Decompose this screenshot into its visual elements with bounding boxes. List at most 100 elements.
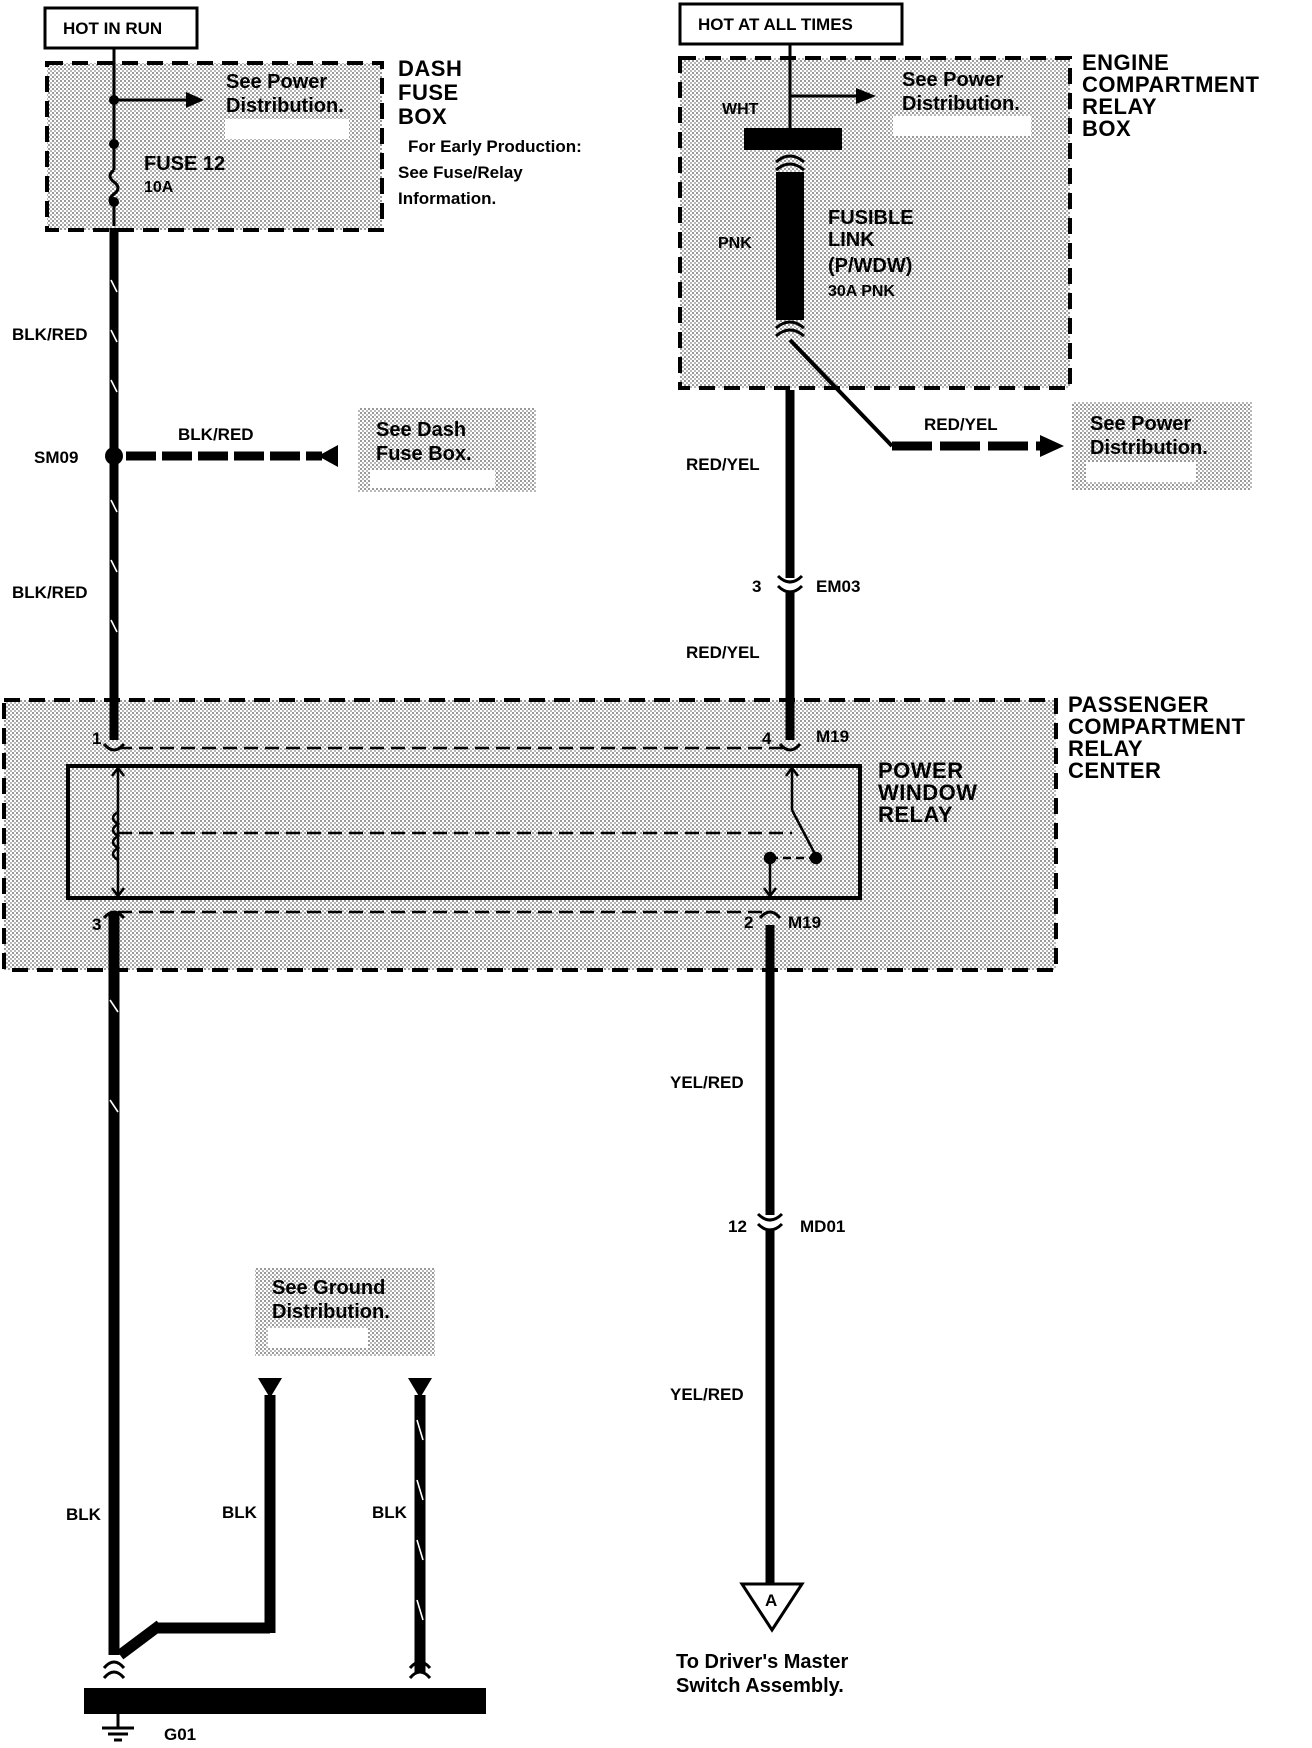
hot-in-run-label: HOT IN RUN — [63, 19, 162, 38]
fusible-link-connector-top — [775, 154, 805, 172]
dash-power-arrow — [186, 92, 204, 108]
splice-sm09-label: SM09 — [34, 448, 78, 467]
splice-sm09 — [105, 447, 123, 465]
early-production-note: Information. — [398, 189, 496, 208]
engine-box-title: RELAY — [1082, 94, 1157, 119]
connector-em03-symbol — [776, 574, 804, 594]
fuse-box-node — [109, 139, 119, 149]
dash-see-power-text: Distribution. — [226, 95, 344, 117]
destination-note: To Driver's Master — [676, 1651, 848, 1673]
fusible-link-connector-bottom — [775, 320, 805, 338]
fusible-link-body — [776, 172, 804, 320]
blank-label — [893, 116, 1031, 136]
fusible-link-label: FUSIBLE — [828, 207, 914, 229]
wire-red-yel-label: RED/YEL — [686, 643, 760, 662]
m19-pin-label: 3 — [92, 915, 101, 934]
splice-wire-label: BLK/RED — [178, 425, 254, 444]
engine-relay-box-region — [678, 56, 1072, 390]
hot-at-all-times-box: HOT AT ALL TIMES — [678, 2, 904, 46]
destination-note: Switch Assembly. — [676, 1675, 844, 1697]
see-power-distribution-text: See Power — [1090, 413, 1191, 435]
fusible-link-terminal — [744, 128, 842, 150]
ground-bus-bar — [84, 1688, 486, 1714]
relay-center-title: CENTER — [1068, 758, 1161, 783]
power-distribution-arrow — [1040, 435, 1064, 457]
engine-box-title: ENGINE — [1082, 50, 1169, 75]
engine-box-title: BOX — [1082, 116, 1131, 141]
destination-a-letter: A — [765, 1591, 777, 1610]
connector-md01-symbol — [756, 1212, 784, 1232]
fusible-link-rating: 30A PNK — [828, 283, 895, 300]
power-window-relay-label: RELAY — [878, 802, 953, 827]
fuse-box-node — [109, 197, 119, 207]
fuse-box-node — [109, 95, 119, 105]
m19-pin-label: 1 — [92, 729, 101, 748]
power-window-relay-label: POWER — [878, 758, 964, 783]
ground-symbol — [102, 1714, 134, 1742]
see-ground-distribution-text: See Ground — [272, 1277, 385, 1299]
dash-fuse-box-title: FUSE — [398, 80, 459, 105]
wire-blk-label: BLK — [372, 1503, 408, 1522]
fusible-link-label: (P/WDW) — [828, 255, 912, 277]
wire-blk-red-label: BLK/RED — [12, 325, 88, 344]
splice-branch-arrow — [318, 445, 338, 467]
wire-blk-red-label: BLK/RED — [12, 583, 88, 602]
blank-label — [268, 1328, 368, 1348]
hot-at-all-times-label: HOT AT ALL TIMES — [698, 15, 853, 34]
see-dash-fuse-box-text: See Dash — [376, 419, 466, 441]
blank-label — [1086, 462, 1196, 482]
wire-blk-label: BLK — [66, 1505, 102, 1524]
ground-connector-right — [408, 1660, 432, 1680]
blank-label — [370, 470, 495, 488]
relay-center-title: PASSENGER — [1068, 692, 1209, 717]
dash-see-power-text: See Power — [226, 71, 327, 93]
wire-red-yel-label: RED/YEL — [686, 455, 760, 474]
dash-fuse-box-title: DASH — [398, 56, 462, 81]
see-ground-distribution-text: Distribution. — [272, 1301, 390, 1323]
m19-pin-label: 2 — [744, 913, 753, 932]
destination-a-symbol — [739, 1582, 805, 1633]
wire-yel-red-label: YEL/RED — [670, 1073, 744, 1092]
early-production-note: For Early Production: — [408, 137, 582, 156]
left-circuit — [108, 48, 426, 1672]
connector-m19-pin4 — [778, 742, 802, 752]
connector-md01-name: MD01 — [800, 1217, 845, 1236]
engine-see-power-text: See Power — [902, 69, 1003, 91]
hot-in-run-box: HOT IN RUN — [43, 6, 199, 50]
engine-see-power-text: Distribution. — [902, 93, 1020, 115]
dash-fuse-box-title: BOX — [398, 104, 447, 129]
ground-connector-left — [102, 1660, 126, 1680]
relay-internal-wiring — [111, 746, 823, 914]
connector-md01-pin: 12 — [728, 1217, 747, 1236]
wire-pnk-label: PNK — [718, 235, 752, 252]
engine-power-arrow — [856, 88, 876, 104]
relay-center-title: COMPARTMENT — [1068, 714, 1245, 739]
see-power-distribution-text: Distribution. — [1090, 437, 1208, 459]
branch-wire-label: RED/YEL — [924, 415, 998, 434]
wire-blk-label: BLK — [222, 1503, 258, 1522]
power-window-relay-label: WINDOW — [878, 780, 978, 805]
connector-m19-pin1 — [102, 742, 126, 752]
m19-connector-label: M19 — [788, 913, 821, 932]
wire-wht-label: WHT — [722, 101, 759, 118]
relay-center-title: RELAY — [1068, 736, 1143, 761]
fusible-link-label: LINK — [828, 229, 875, 251]
dash-fuse-box-region — [45, 61, 384, 232]
ground-arrow-right — [408, 1378, 432, 1398]
m19-pin-label: 4 — [762, 729, 772, 748]
wire-yel-red-label: YEL/RED — [670, 1385, 744, 1404]
ground-arrow-left — [258, 1378, 282, 1398]
fuse-12-rating: 10A — [144, 179, 174, 196]
connector-m19-pin3 — [102, 910, 126, 920]
connector-em03-name: EM03 — [816, 577, 860, 596]
connector-em03-pin: 3 — [752, 577, 761, 596]
m19-connector-label: M19 — [816, 727, 849, 746]
ground-g01-label: G01 — [164, 1725, 196, 1744]
blank-label — [225, 119, 349, 139]
right-circuit — [765, 44, 1042, 1592]
engine-box-title: COMPARTMENT — [1082, 72, 1259, 97]
fuse-12-label: FUSE 12 — [144, 153, 225, 175]
see-dash-fuse-box-text: Fuse Box. — [376, 443, 472, 465]
early-production-note: See Fuse/Relay — [398, 163, 523, 182]
